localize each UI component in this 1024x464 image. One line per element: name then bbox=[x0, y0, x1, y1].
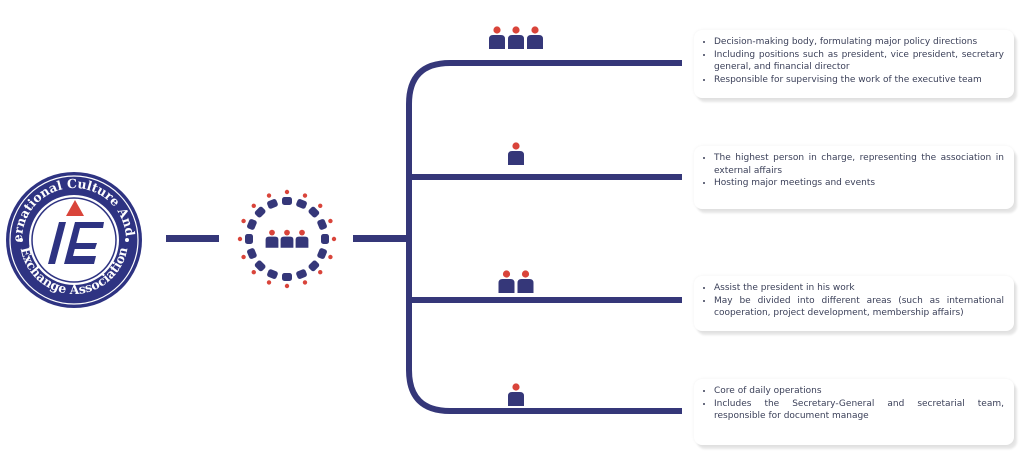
assembly-people-icon bbox=[237, 189, 337, 289]
association-logo: International Culture And Art Exchange A… bbox=[0, 0, 142, 308]
person-icon bbox=[296, 193, 308, 209]
person-icon bbox=[282, 273, 292, 289]
tier2-bullet-1: The highest person in charge, representi… bbox=[714, 152, 1004, 177]
tier-card-3: Assist the president in his work May be … bbox=[694, 276, 1014, 331]
person-icon bbox=[498, 270, 515, 293]
person-icon bbox=[296, 269, 308, 285]
tier3-bullet-2: May be divided into different areas (suc… bbox=[714, 295, 1004, 320]
person-icon bbox=[317, 218, 333, 230]
assembly-connector-line bbox=[353, 235, 409, 242]
person-icon bbox=[517, 270, 534, 293]
person-icon bbox=[241, 248, 257, 260]
person-icon bbox=[527, 26, 543, 49]
person-icon bbox=[282, 189, 292, 205]
person-icon bbox=[266, 193, 278, 209]
person-icon bbox=[508, 383, 524, 406]
person-icon bbox=[308, 260, 323, 275]
person-icon bbox=[321, 234, 337, 244]
person-icon bbox=[317, 248, 333, 260]
logo-triangle-icon bbox=[66, 200, 84, 216]
hierarchy-tree bbox=[406, 60, 682, 414]
tier1-bullet-3: Responsible for supervising the work of … bbox=[714, 74, 1004, 87]
tier-people-icons bbox=[489, 26, 543, 406]
person-icon bbox=[489, 26, 505, 49]
person-icon bbox=[280, 229, 294, 248]
tier-card-2: The highest person in charge, representi… bbox=[694, 146, 1014, 209]
tier4-bullet-2: Includes the Secretary-General and secre… bbox=[714, 398, 1004, 423]
person-icon bbox=[237, 234, 253, 244]
person-icon bbox=[251, 260, 266, 275]
person-icon bbox=[266, 269, 278, 285]
logo-monogram-icon bbox=[48, 222, 104, 264]
tier1-bullet-1: Decision-making body, formulating major … bbox=[714, 36, 1004, 49]
person-icon bbox=[308, 203, 323, 218]
tier1-bullet-2: Including positions such as president, v… bbox=[714, 49, 1004, 74]
tier3-bullet-1: Assist the president in his work bbox=[714, 282, 1004, 295]
tier-card-4: Core of daily operations Includes the Se… bbox=[694, 379, 1014, 445]
tier4-bullet-1: Core of daily operations bbox=[714, 385, 1004, 398]
person-icon bbox=[265, 229, 279, 248]
person-icon bbox=[508, 26, 524, 49]
person-icon bbox=[241, 218, 257, 230]
person-icon bbox=[508, 142, 524, 165]
tier2-bullet-2: Hosting major meetings and events bbox=[714, 177, 1004, 190]
tree-trunk-line bbox=[406, 60, 682, 414]
tier-card-1: Decision-making body, formulating major … bbox=[694, 30, 1014, 98]
logo-connector-line bbox=[166, 235, 219, 242]
person-icon bbox=[251, 203, 266, 218]
person-icon bbox=[295, 229, 309, 248]
